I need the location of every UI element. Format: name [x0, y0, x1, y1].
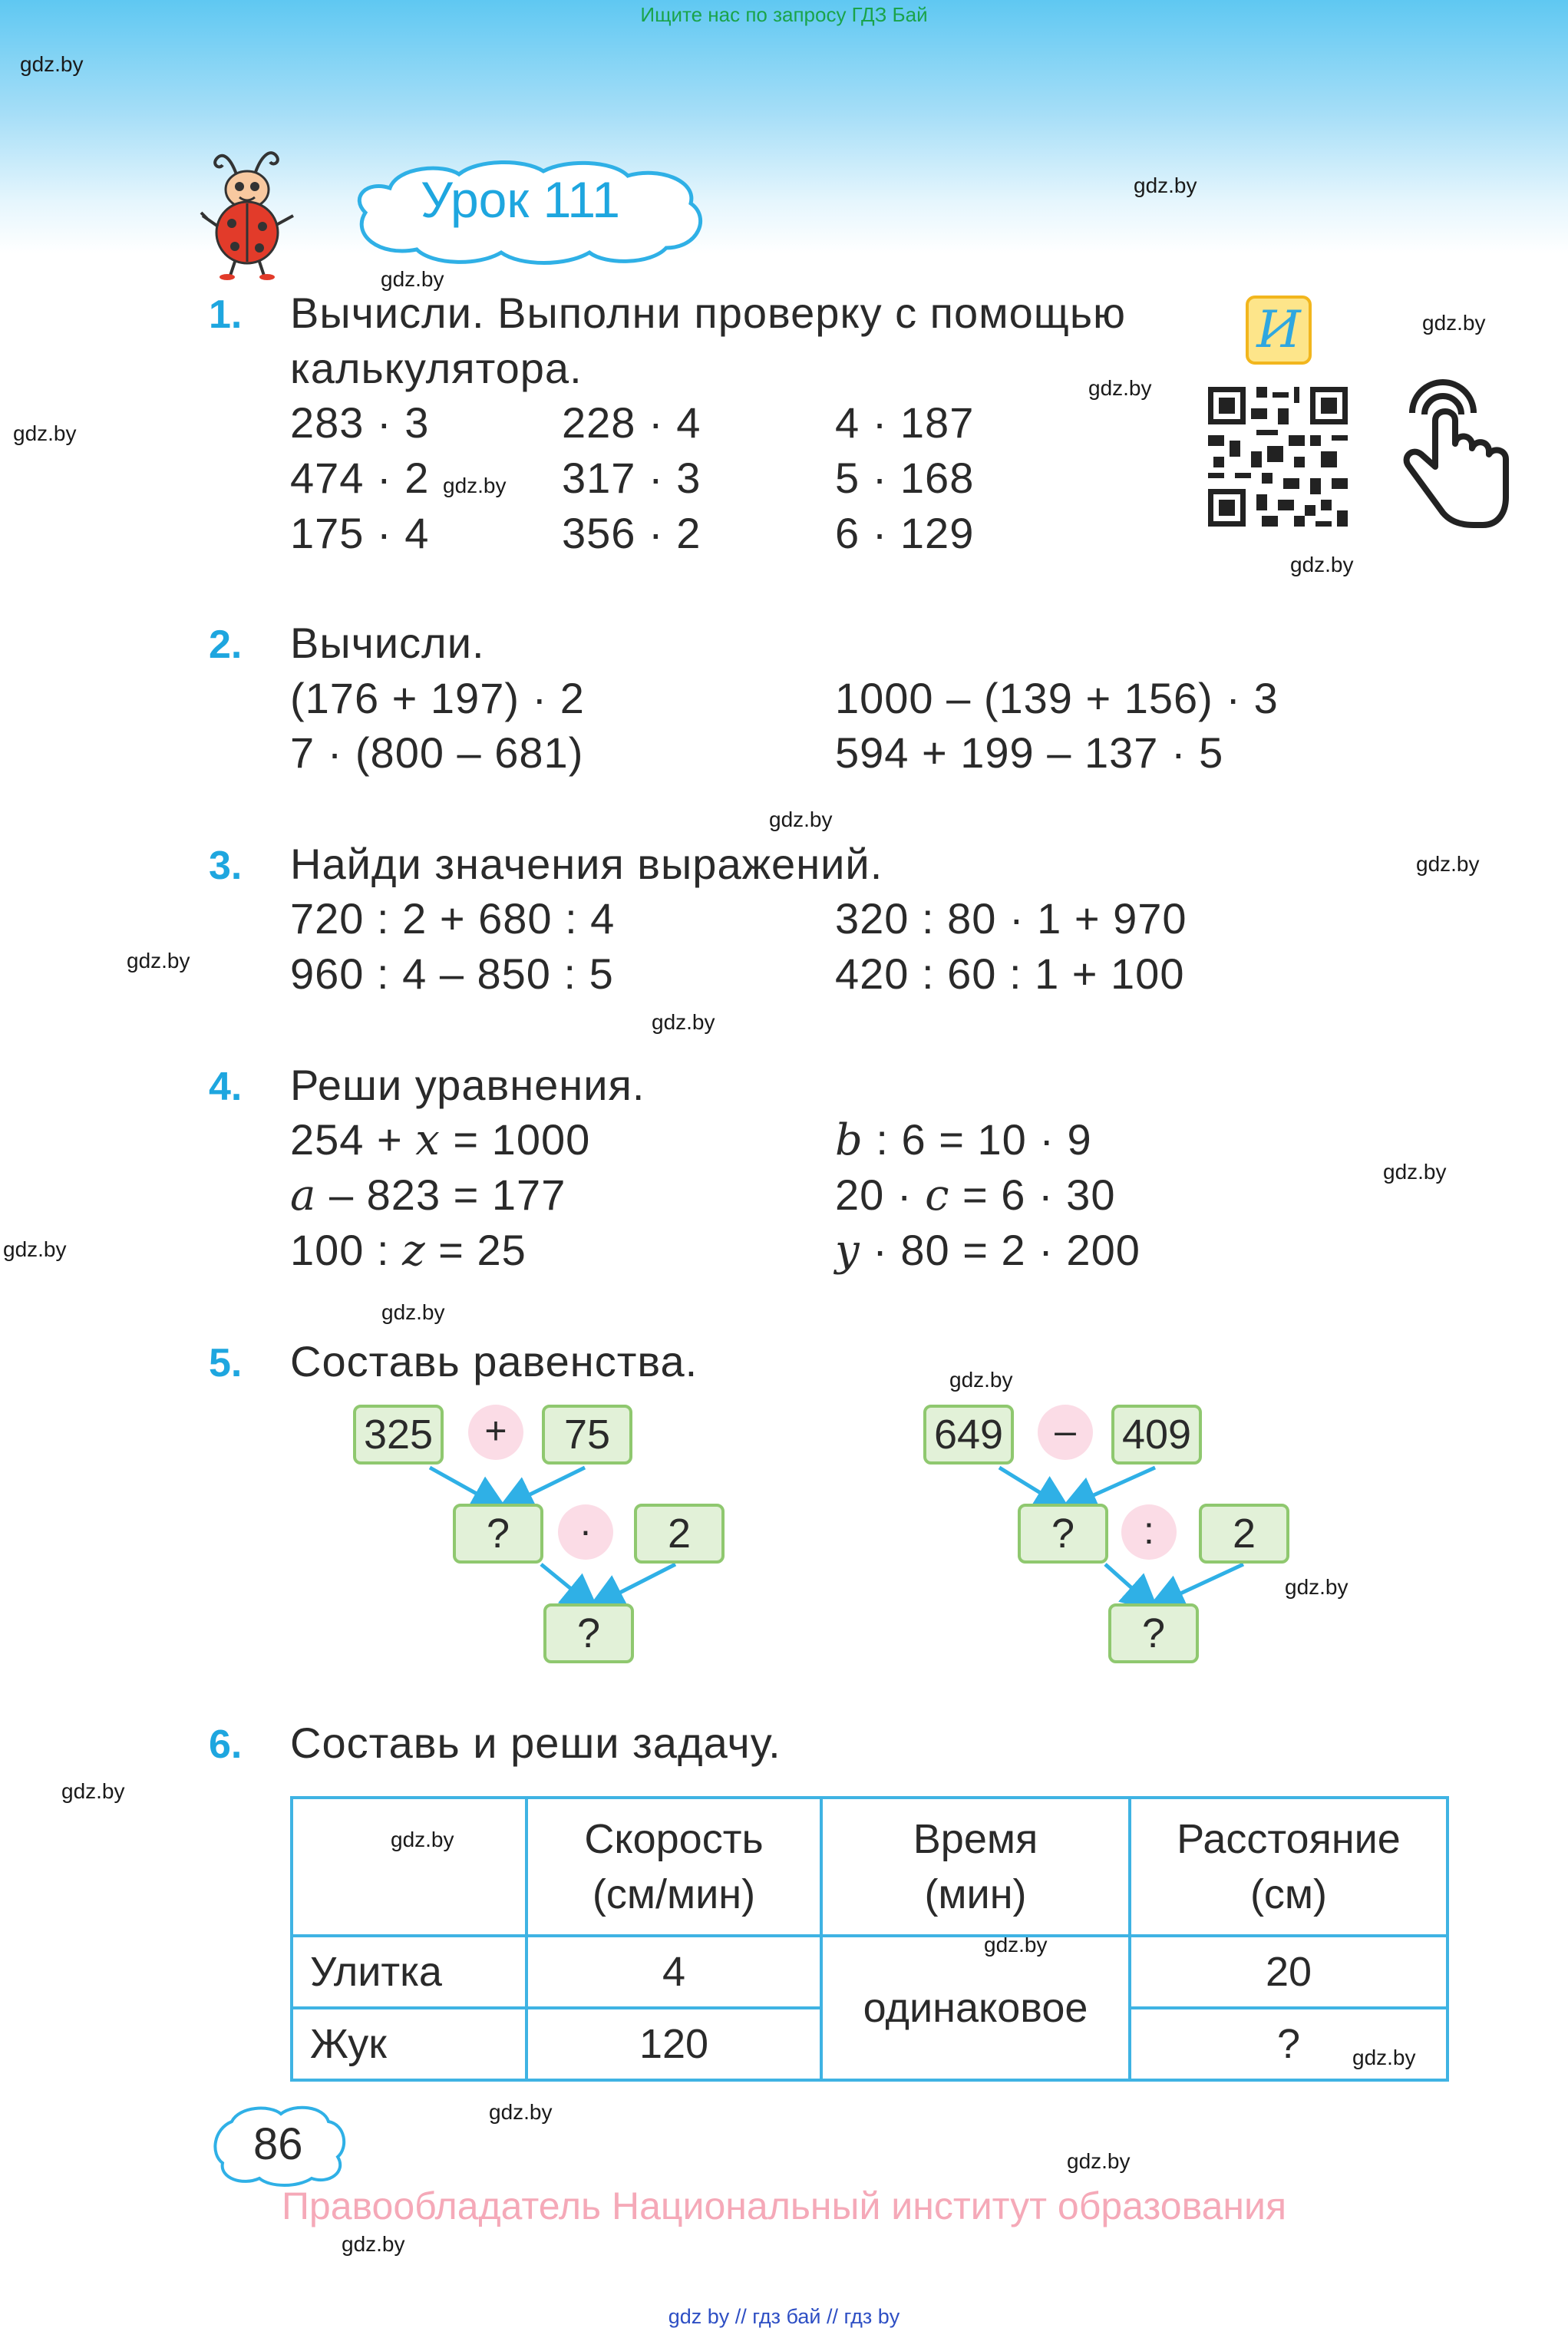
exercise-number: 1.	[209, 292, 243, 337]
row-name: Улитка	[290, 1934, 528, 2009]
number-box: 409	[1111, 1405, 1202, 1465]
lesson-title: Урок 111	[421, 171, 620, 228]
operator-circle: –	[1038, 1405, 1093, 1460]
watermark: gdz.by	[20, 52, 84, 76]
watermark: gdz.by	[489, 2100, 553, 2124]
exercise-4-title: Реши уравнения.	[290, 1061, 645, 1109]
watermark: gdz.by	[381, 1300, 445, 1324]
watermark: gdz.by	[61, 1779, 125, 1803]
task-table: Скорость (см/мин) Время (мин) Расстояние…	[290, 1796, 1449, 2082]
title-cloud	[357, 160, 702, 265]
operator-circle: :	[1121, 1504, 1177, 1560]
cell-speed: 4	[525, 1934, 823, 2009]
operator-circle: +	[468, 1405, 523, 1460]
number-box: 2	[1199, 1504, 1289, 1564]
expression: 175 · 4	[290, 509, 430, 557]
expression: 960 : 4 – 850 : 5	[290, 949, 614, 998]
copyright-notice: Правообладатель Национальный институт об…	[281, 2184, 1287, 2227]
operator-circle: ·	[558, 1504, 613, 1560]
exercise-number: 3.	[209, 844, 243, 888]
watermark: gdz.by	[127, 949, 190, 973]
bottom-links[interactable]: gdz by // гдз бай // гдз by	[668, 2305, 900, 2328]
number-box: 75	[542, 1405, 632, 1465]
watermark: gdz.by	[443, 474, 507, 497]
watermark: gdz.by	[1067, 2149, 1131, 2173]
equation: 20 · c = 6 · 30	[835, 1171, 1116, 1220]
watermark: gdz.by	[949, 1368, 1013, 1392]
watermark: gdz.by	[652, 1010, 715, 1034]
watermark: gdz.by	[342, 2232, 405, 2256]
ladybug-icon	[200, 151, 294, 280]
number-box: 2	[634, 1504, 725, 1564]
row-name: Жук	[290, 2006, 528, 2082]
watermark: gdz.by	[3, 1237, 67, 1261]
exercise-1-title-cont: калькулятора.	[290, 344, 583, 392]
exercise-3-title: Найди значения выражений.	[290, 840, 883, 888]
watermark: gdz.by	[1290, 553, 1354, 576]
expression: 1000 – (139 + 156) · 3	[835, 674, 1279, 722]
expression: 5 · 168	[835, 454, 975, 502]
cell-distance[interactable]: ?	[1128, 2006, 1449, 2082]
equation: b : 6 = 10 · 9	[835, 1115, 1092, 1165]
exercise-number: 6.	[209, 1722, 243, 1767]
top-search-link[interactable]: Ищите нас по запросу ГДЗ Бай	[640, 3, 928, 26]
expression: 317 · 3	[562, 454, 701, 502]
expression: (176 + 197) · 2	[290, 674, 585, 722]
header-time: Время (мин)	[820, 1796, 1131, 1937]
cell-distance: 20	[1128, 1934, 1449, 2009]
table-corner-cell	[290, 1796, 528, 1937]
exercise-number: 4.	[209, 1065, 243, 1109]
expression: 474 · 2	[290, 454, 430, 502]
equation: 254 + x = 1000	[290, 1115, 591, 1165]
expression: 320 : 80 · 1 + 970	[835, 894, 1187, 943]
expression: 356 · 2	[562, 509, 701, 557]
header-distance: Расстояние (см)	[1128, 1796, 1449, 1937]
interactive-badge[interactable]: И	[1246, 296, 1312, 365]
exercise-number: 2.	[209, 622, 243, 667]
page-number: 86	[253, 2119, 303, 2169]
equation: a – 823 = 177	[290, 1171, 566, 1220]
exercise-1-title: Вычисли. Выполни проверку с помощью	[290, 289, 1127, 337]
exercise-6-title: Составь и реши задачу.	[290, 1719, 781, 1767]
watermark: gdz.by	[381, 267, 444, 291]
exercise-5-title: Составь равенства.	[290, 1337, 698, 1385]
watermark: gdz.by	[1285, 1575, 1348, 1599]
watermark: gdz.by	[1383, 1160, 1447, 1184]
watermark: gdz.by	[1422, 311, 1486, 335]
cell-speed: 120	[525, 2006, 823, 2082]
tap-hand-icon	[1403, 379, 1509, 528]
expression: 420 : 60 : 1 + 100	[835, 949, 1185, 998]
equation: 100 : z = 25	[290, 1226, 527, 1276]
answer-box[interactable]: ?	[1018, 1504, 1108, 1564]
expression: 283 · 3	[290, 398, 430, 447]
watermark: gdz.by	[1134, 173, 1197, 197]
watermark: gdz.by	[769, 807, 833, 831]
number-box: 649	[923, 1405, 1014, 1465]
expression: 228 · 4	[562, 398, 701, 447]
expression: 720 : 2 + 680 : 4	[290, 894, 616, 943]
answer-box[interactable]: ?	[453, 1504, 543, 1564]
answer-box[interactable]: ?	[1108, 1603, 1199, 1663]
watermark: gdz.by	[13, 421, 77, 445]
exercise-number: 5.	[209, 1341, 243, 1385]
equation: y · 80 = 2 · 200	[835, 1226, 1141, 1276]
expression: 7 · (800 – 681)	[290, 728, 584, 777]
expression: 6 · 129	[835, 509, 975, 557]
expression: 594 + 199 – 137 · 5	[835, 728, 1224, 777]
header-speed: Скорость (см/мин)	[525, 1796, 823, 1937]
watermark: gdz.by	[1416, 852, 1480, 876]
expression: 4 · 187	[835, 398, 975, 447]
answer-box[interactable]: ?	[543, 1603, 634, 1663]
watermark: gdz.by	[1088, 376, 1152, 400]
exercise-2-title: Вычисли.	[290, 619, 485, 667]
page-number-cloud	[213, 2105, 345, 2187]
number-box: 325	[353, 1405, 444, 1465]
cell-time-shared: одинаковое	[820, 1934, 1131, 2082]
qr-code-icon[interactable]	[1203, 381, 1353, 532]
